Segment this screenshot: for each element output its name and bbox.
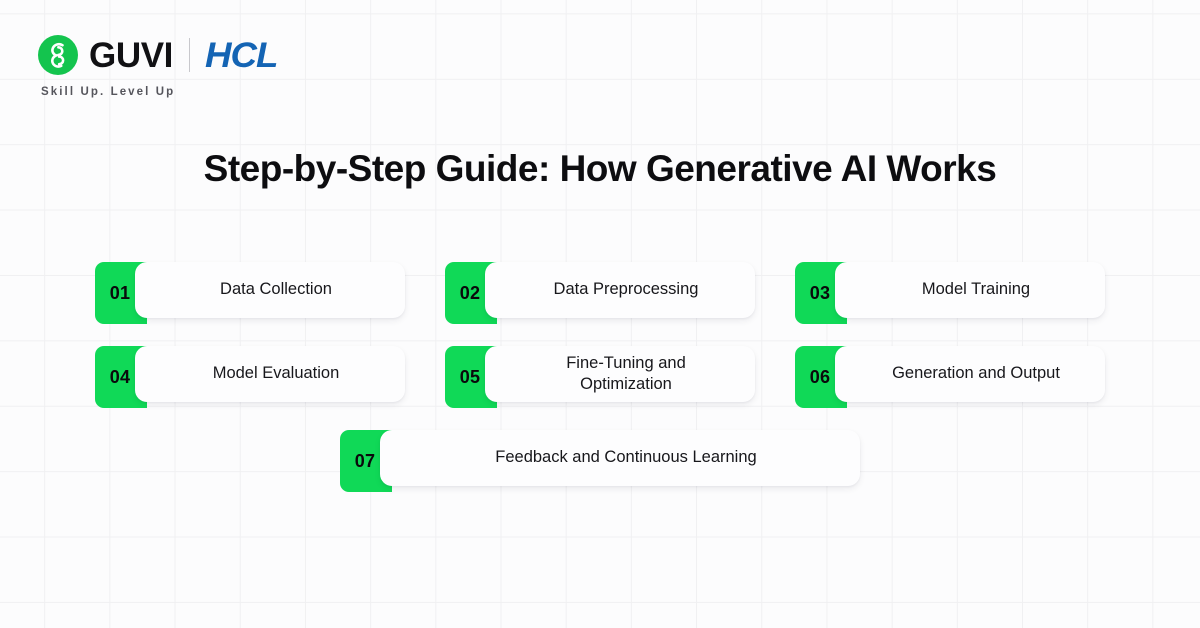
hcl-wordmark: HCL [204, 35, 278, 75]
steps-row-3: 07 Feedback and Continuous Learning [0, 430, 1200, 492]
step-card-01: 01 Data Collection [95, 262, 405, 324]
steps-container: 01 Data Collection 02 Data Preprocessing… [0, 262, 1200, 514]
brand-tagline: Skill Up. Level Up [41, 86, 176, 98]
step-label: Model Training [835, 262, 1105, 318]
step-card-02: 02 Data Preprocessing [445, 262, 755, 324]
brand-lockup: GUVI HCL Skill Up. Level Up [38, 33, 278, 98]
step-label: Model Evaluation [135, 346, 405, 402]
step-card-06: 06 Generation and Output [795, 346, 1105, 408]
step-label: Fine-Tuning and Optimization [485, 346, 755, 402]
step-label: Feedback and Continuous Learning [380, 430, 860, 486]
brand-divider [188, 38, 190, 72]
step-label: Generation and Output [835, 346, 1105, 402]
step-card-03: 03 Model Training [795, 262, 1105, 324]
guvi-wordmark: GUVI [89, 35, 173, 75]
step-label: Data Preprocessing [485, 262, 755, 318]
steps-row-2: 04 Model Evaluation 05 Fine-Tuning and O… [0, 346, 1200, 408]
brand-logos-row: GUVI HCL [38, 33, 278, 77]
step-card-07: 07 Feedback and Continuous Learning [340, 430, 860, 492]
steps-row-1: 01 Data Collection 02 Data Preprocessing… [0, 262, 1200, 324]
step-label: Data Collection [135, 262, 405, 318]
step-card-05: 05 Fine-Tuning and Optimization [445, 346, 755, 408]
page-title: Step-by-Step Guide: How Generative AI Wo… [203, 148, 997, 189]
guvi-logo-icon [38, 35, 78, 75]
step-card-04: 04 Model Evaluation [95, 346, 405, 408]
